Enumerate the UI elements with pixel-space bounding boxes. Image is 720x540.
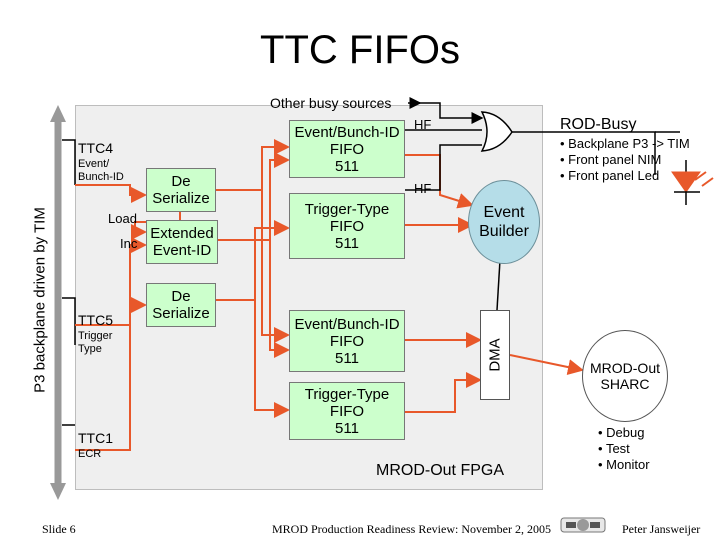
deserialize-line1: De bbox=[171, 173, 191, 190]
ttc1-label: TTC1 bbox=[78, 430, 113, 446]
event-builder-line2: Builder bbox=[479, 223, 529, 240]
institute-logo bbox=[560, 517, 606, 533]
ttc5-sub1: Trigger bbox=[78, 330, 113, 342]
fifo-line1: Trigger-Type bbox=[304, 200, 390, 218]
extended-line1: Extended bbox=[150, 225, 214, 242]
ttc4-sub2: Bunch-ID bbox=[78, 171, 124, 183]
ttc5-sub2: Type bbox=[78, 343, 102, 355]
fifo-event-bunch-1: Event/Bunch-ID FIFO 511 bbox=[289, 120, 405, 178]
bullet-item: Debug bbox=[598, 425, 650, 441]
bullet-item: Front panel NIM bbox=[560, 152, 690, 168]
footer-author: Peter Jansweijer bbox=[622, 522, 701, 536]
deserialize-line1: De bbox=[171, 288, 191, 305]
fifo-line1: Event/Bunch-ID bbox=[294, 315, 400, 333]
rod-busy-bullets: Backplane P3 -> TIM Front panel NIM Fron… bbox=[560, 136, 690, 184]
fifo-line3: 511 bbox=[335, 419, 359, 437]
ttc1-sub: ECR bbox=[78, 448, 102, 460]
ttc4-sub1: Event/ bbox=[78, 158, 110, 170]
extended-event-id-block: Extended Event-ID bbox=[146, 220, 218, 264]
bullet-item: Backplane P3 -> TIM bbox=[560, 136, 690, 152]
ttc5-label: TTC5 bbox=[78, 312, 113, 328]
deserialize-block-2: De Serialize bbox=[146, 283, 216, 327]
page-title: TTC FIFOs bbox=[260, 28, 460, 72]
fifo-line2: FIFO bbox=[329, 332, 365, 350]
bullet-item: Monitor bbox=[598, 457, 649, 473]
fifo-line2: FIFO bbox=[329, 402, 365, 420]
inc-label: Inc bbox=[120, 236, 138, 251]
event-builder-line1: Event bbox=[483, 204, 525, 221]
bullet-item: Front panel Led bbox=[560, 168, 690, 184]
fifo-trigger-type-1: Trigger-Type FIFO 511 bbox=[289, 193, 405, 259]
fifo-line3: 511 bbox=[335, 157, 359, 175]
fifo-line1: Trigger-Type bbox=[304, 385, 390, 403]
footer-slide-number: Slide 6 bbox=[42, 522, 76, 536]
dma-label: DMA bbox=[486, 338, 504, 372]
dma-block: DMA bbox=[480, 310, 510, 400]
hf-label-2: HF bbox=[414, 181, 432, 196]
sharc-line2: SHARC bbox=[600, 376, 650, 392]
backplane-label: P3 backplane driven by TIM bbox=[31, 207, 49, 393]
load-label: Load bbox=[108, 211, 137, 226]
deserialize-line2: Serialize bbox=[152, 190, 210, 207]
other-busy-label: Other busy sources bbox=[270, 95, 392, 111]
fifo-trigger-type-2: Trigger-Type FIFO 511 bbox=[289, 382, 405, 440]
sharc-line1: MROD-Out bbox=[590, 360, 660, 376]
deserialize-line2: Serialize bbox=[152, 305, 210, 322]
extended-line2: Event-ID bbox=[152, 242, 212, 259]
fifo-line2: FIFO bbox=[329, 217, 365, 235]
bullet-item: Test bbox=[598, 441, 650, 457]
or-gate bbox=[480, 111, 513, 152]
deserialize-block-1: De Serialize bbox=[146, 168, 216, 212]
ttc4-label: TTC4 bbox=[78, 140, 113, 156]
footer-review-title: MROD Production Readiness Review: Novemb… bbox=[272, 522, 551, 536]
fifo-event-bunch-2: Event/Bunch-ID FIFO 511 bbox=[289, 310, 405, 372]
sharc-bullets: Debug Test Monitor bbox=[598, 425, 650, 473]
mrod-out-sharc: MROD-Out SHARC bbox=[582, 330, 668, 422]
fifo-line2: FIFO bbox=[329, 140, 365, 158]
rod-busy-label: ROD-Busy bbox=[560, 116, 637, 133]
fpga-label: MROD-Out FPGA bbox=[376, 462, 505, 479]
fifo-line3: 511 bbox=[335, 234, 359, 252]
hf-label-1: HF bbox=[414, 117, 432, 132]
fifo-line1: Event/Bunch-ID bbox=[294, 123, 400, 141]
event-builder: Event Builder bbox=[468, 180, 540, 264]
fifo-line3: 511 bbox=[335, 349, 359, 367]
